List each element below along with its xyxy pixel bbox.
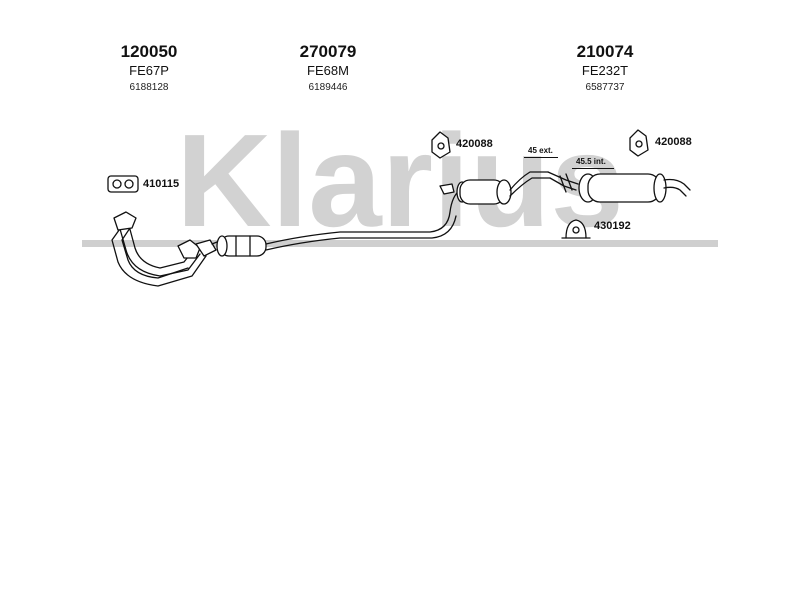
fitting-label-420088-mid: 420088 [456, 138, 493, 150]
center-box [439, 171, 551, 205]
oem-number: 6188128 [129, 82, 169, 93]
mount-icon-420088-rear [629, 129, 649, 157]
part-group-front-pipe: 120050 FE67P 6188128 [89, 42, 209, 95]
fitting-label-430192: 430192 [594, 220, 631, 232]
part-number: 210074 [576, 42, 634, 61]
oem-number: 6587737 [585, 82, 625, 93]
dimension-ext: 45 ext. [528, 146, 553, 155]
part-code: FE67P [129, 63, 169, 78]
watermark-underline [82, 240, 718, 247]
part-code: FE68M [307, 63, 349, 78]
oem-number: 6189446 [308, 82, 348, 93]
dimension-int: 45.5 int. [576, 157, 606, 166]
rear-silencer [547, 171, 691, 203]
dimension-ext-line [524, 157, 558, 158]
part-group-rear-silencer: 210074 FE232T 6587737 [545, 42, 665, 95]
clamp-icon-430192 [561, 219, 591, 239]
part-number: 120050 [120, 42, 178, 61]
mount-icon-420088-mid [431, 131, 451, 159]
fitting-label-420088-rear: 420088 [655, 136, 692, 148]
middle-silencer [211, 189, 461, 257]
part-number: 270079 [299, 42, 357, 61]
klarius-watermark: Klarius [82, 114, 718, 248]
front-downpipe [111, 211, 217, 287]
watermark-text: Klarius [176, 114, 624, 248]
fitting-label-410115: 410115 [143, 178, 180, 190]
part-group-middle-silencer: 270079 FE68M 6189446 [268, 42, 388, 95]
dimension-int-line [572, 168, 614, 169]
mount-icon-410115 [107, 175, 139, 193]
part-code: FE232T [581, 63, 629, 78]
